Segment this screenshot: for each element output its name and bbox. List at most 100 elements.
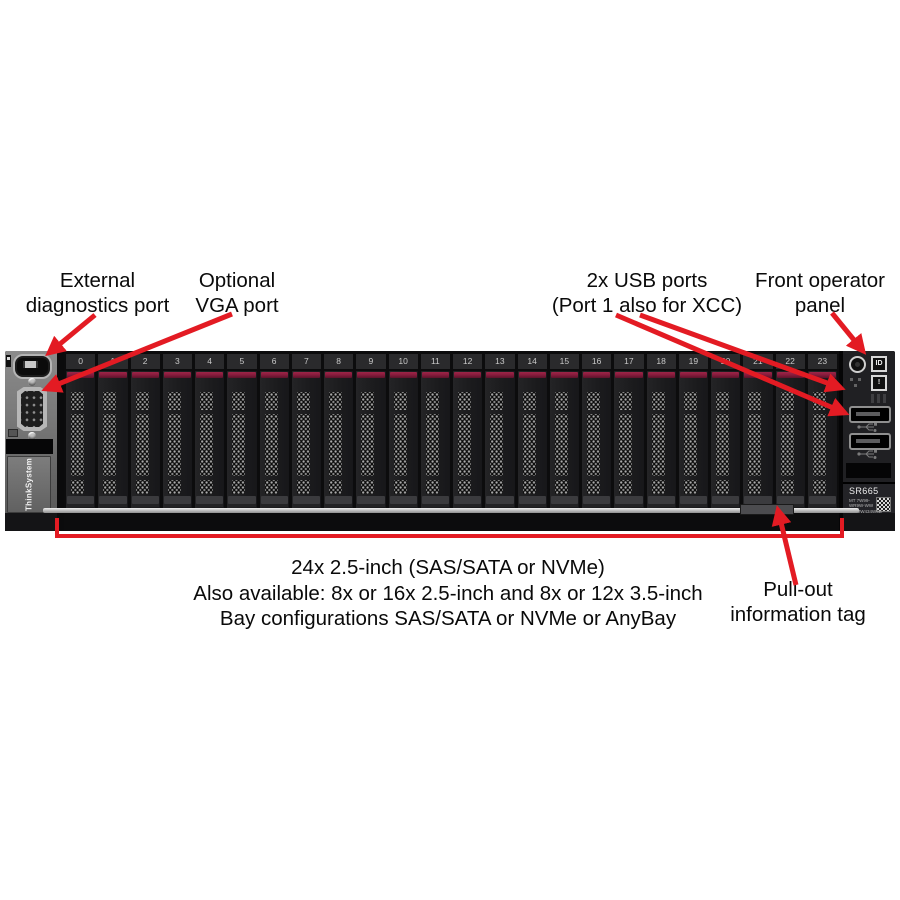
chassis-bottom-edge xyxy=(843,513,895,531)
tray-perforation xyxy=(264,414,278,476)
tray-perforation xyxy=(458,392,471,410)
bay-number: 22 xyxy=(775,354,805,369)
drive-bay: 11 xyxy=(420,354,450,531)
bay-number: 13 xyxy=(485,354,515,369)
tray-release-latch xyxy=(550,496,578,507)
drive-bay: 14 xyxy=(517,354,547,531)
drive-tray xyxy=(98,371,128,509)
tray-perforation xyxy=(651,480,665,494)
bay-number: 2 xyxy=(130,354,160,369)
left-rack-ear: ThinkSystem xyxy=(5,351,64,531)
drive-bay: 4 xyxy=(195,354,225,531)
tray-perforation xyxy=(587,480,600,494)
bay-number: 3 xyxy=(162,354,192,369)
drive-bay: 5 xyxy=(227,354,257,531)
tray-perforation xyxy=(393,392,407,410)
drive-tray xyxy=(807,371,837,509)
drive-tray xyxy=(582,371,612,509)
tray-perforation xyxy=(232,392,246,410)
drive-bay: 2 xyxy=(130,354,160,531)
callout-external-diagnostics-port: External diagnostics port xyxy=(25,269,170,317)
bay-number: 15 xyxy=(549,354,579,369)
tray-perforation xyxy=(812,480,826,494)
bay-number: 11 xyxy=(420,354,450,369)
drive-bay: 20 xyxy=(711,354,741,531)
right-ear-slot xyxy=(846,463,891,478)
tray-release-latch xyxy=(260,496,288,507)
id-button-icon: ID xyxy=(871,356,887,372)
tray-perforation xyxy=(232,480,246,494)
bottom-rail xyxy=(43,508,859,513)
tray-release-latch xyxy=(454,496,482,507)
left-ear-slot xyxy=(6,439,53,454)
tray-perforation xyxy=(135,480,149,494)
tray-perforation xyxy=(716,414,729,476)
tray-perforation xyxy=(135,414,149,476)
tray-latch-bar xyxy=(679,372,707,378)
drive-bay: 9 xyxy=(356,354,386,531)
drive-tray xyxy=(195,371,225,509)
drive-tray xyxy=(66,371,96,509)
drive-tray xyxy=(678,371,708,509)
tray-latch-bar xyxy=(228,372,256,378)
tray-perforation xyxy=(361,392,375,410)
tray-perforation xyxy=(812,392,826,410)
tray-release-latch xyxy=(744,496,772,507)
bay-number: 20 xyxy=(711,354,741,369)
tray-perforation xyxy=(490,414,504,476)
vga-screw-icon xyxy=(28,378,36,386)
right-ear-label: SR665 MT 7W99- WR9W-WW SN MW434W5B xyxy=(843,482,895,515)
tray-perforation xyxy=(780,392,794,410)
tray-release-latch xyxy=(518,496,546,507)
tray-release-latch xyxy=(131,496,159,507)
bay-number: 12 xyxy=(453,354,483,369)
drive-tray xyxy=(517,371,547,509)
tray-perforation xyxy=(135,392,149,410)
callout-optional-vga-port: Optional VGA port xyxy=(195,269,279,317)
power-button-icon xyxy=(849,356,866,373)
tray-latch-bar xyxy=(67,372,95,378)
tray-latch-bar xyxy=(486,372,514,378)
drive-tray xyxy=(420,371,450,509)
tray-latch-bar xyxy=(550,372,578,378)
usb-port-2 xyxy=(849,433,891,450)
tray-release-latch xyxy=(712,496,740,507)
tray-release-latch xyxy=(615,496,643,507)
tray-perforation xyxy=(748,414,762,476)
left-ear-latch: ThinkSystem xyxy=(7,456,51,513)
tray-perforation xyxy=(490,392,504,410)
callout-front-operator-panel: Front operator panel xyxy=(755,269,885,317)
tray-perforation xyxy=(103,480,117,494)
qr-code xyxy=(876,497,891,512)
drive-bay: 13 xyxy=(485,354,515,531)
tray-perforation xyxy=(619,414,633,476)
tray-perforation xyxy=(554,414,568,476)
vga-pin-holes xyxy=(21,391,43,427)
serial-number-label: SN MW434W5B xyxy=(849,509,882,514)
tray-release-latch xyxy=(647,496,675,507)
usb-port-1 xyxy=(849,406,891,423)
drive-bay: 0 xyxy=(66,354,96,531)
monitor-icon xyxy=(8,429,18,437)
tray-perforation xyxy=(329,414,342,476)
tray-perforation xyxy=(716,392,729,410)
tray-perforation xyxy=(71,414,84,476)
tray-release-latch xyxy=(99,496,127,507)
front-operator-panel: ID ! SR665 MT 7W99- WR9W-WW SN MW434W5B xyxy=(839,351,895,531)
vent-slots xyxy=(871,394,886,403)
tray-perforation xyxy=(232,414,246,476)
tray-latch-bar xyxy=(647,372,675,378)
tray-perforation xyxy=(393,480,407,494)
drive-tray xyxy=(356,371,386,509)
tray-release-latch xyxy=(679,496,707,507)
tray-perforation xyxy=(554,480,568,494)
drive-tray xyxy=(130,371,160,509)
brand-label: ThinkSystem xyxy=(24,457,34,512)
tray-perforation xyxy=(748,480,762,494)
tray-latch-bar xyxy=(776,372,804,378)
tray-perforation xyxy=(361,480,375,494)
tray-perforation xyxy=(329,480,342,494)
tray-perforation xyxy=(812,414,826,476)
